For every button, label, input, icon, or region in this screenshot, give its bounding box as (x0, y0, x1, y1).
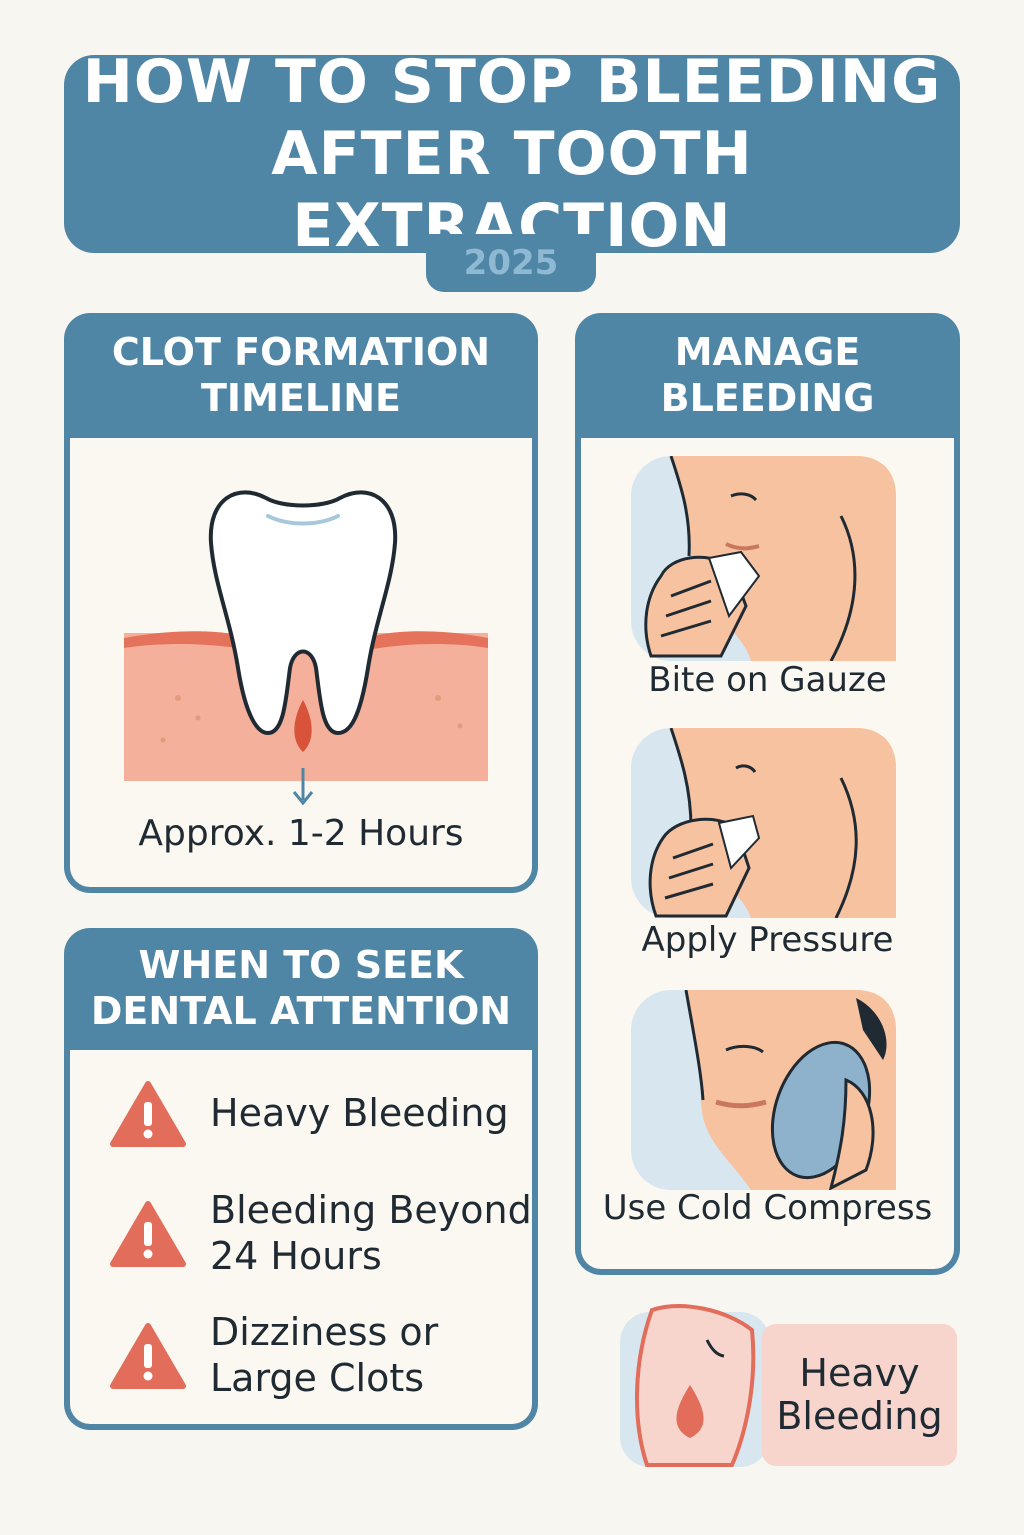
heavy-bleeding-label: Heavy Bleeding (762, 1324, 957, 1466)
bleeding-mouth-icon (620, 1304, 770, 1467)
clot-panel-title-line-2: TIMELINE (201, 375, 401, 420)
seek-attention-panel: WHEN TO SEEK DENTAL ATTENTION Heavy Blee… (64, 928, 538, 1430)
warning-line-2: 24 Hours (210, 1233, 382, 1278)
step-label: Apply Pressure (641, 920, 894, 960)
warning-line-1: Bleeding Beyond (210, 1188, 532, 1232)
gum-speckle (175, 695, 181, 701)
tooth-icon (208, 490, 398, 736)
seek-panel-body: Heavy Bleeding Bleeding Beyond 24 Hours … (70, 1050, 532, 1424)
seek-panel-heading: WHEN TO SEEK DENTAL ATTENTION (64, 928, 538, 1050)
page-title-line-1: HOW TO STOP BLEEDING (82, 47, 942, 117)
warning-item: Bleeding Beyond 24 Hours (110, 1188, 532, 1279)
gum-speckle (435, 695, 441, 701)
warning-text: Heavy Bleeding (210, 1091, 509, 1137)
warning-triangle-icon (110, 1081, 186, 1147)
warning-item: Heavy Bleeding (110, 1080, 509, 1148)
warning-line-1: Dizziness or (210, 1310, 439, 1354)
arrow-head (292, 791, 314, 806)
blood-clot-icon (294, 700, 312, 752)
tooth-shine (266, 514, 340, 526)
heavy-bleeding-card: Heavy Bleeding (612, 1300, 962, 1470)
seek-panel-title-line-2: DENTAL ATTENTION (90, 989, 512, 1033)
manage-panel-title-line-1: MANAGE (674, 329, 861, 374)
warning-text: Dizziness or Large Clots (210, 1310, 438, 1401)
title-banner: HOW TO STOP BLEEDING AFTER TOOTH EXTRACT… (64, 47, 960, 261)
warning-text: Bleeding Beyond 24 Hours (210, 1188, 532, 1279)
year-label: 2025 (463, 243, 559, 283)
manage-panel-title-line-2: BLEEDING (660, 375, 875, 420)
year-tab: 2025 (426, 234, 596, 292)
manage-bleeding-panel: MANAGE BLEEDING Bite on Gauze Ap (575, 313, 960, 1275)
step-label: Bite on Gauze (648, 660, 887, 700)
clot-timeline-panel: CLOT FORMATION TIMELINE Approx. 1-2 Hour… (64, 313, 538, 893)
heavy-label-line-1: Heavy (799, 1351, 920, 1396)
warning-line-1: Heavy Bleeding (210, 1091, 509, 1136)
seek-panel-title-line-1: WHEN TO SEEK (138, 943, 464, 988)
bite-gauze-illustration (631, 456, 896, 661)
blood-drop-icon (676, 1385, 704, 1438)
cold-compress-illustration (631, 990, 896, 1190)
page-title-line-2: AFTER TOOTH EXTRACTION (271, 119, 753, 261)
apply-pressure-illustration (631, 728, 896, 918)
clot-timeline-caption: Approx. 1-2 Hours (138, 813, 464, 854)
gum-speckle (457, 723, 463, 729)
warning-triangle-icon (110, 1322, 186, 1389)
clot-panel-title-line-1: CLOT FORMATION (111, 329, 491, 374)
clot-panel-body: Approx. 1-2 Hours (70, 438, 532, 887)
gum-speckle (195, 715, 201, 721)
tooth-socket-illustration (124, 490, 488, 806)
step-label: Use Cold Compress (602, 1188, 933, 1228)
gum-speckle (160, 737, 166, 743)
heavy-label-line-2: Bleeding (776, 1394, 943, 1438)
manage-panel-body: Bite on Gauze Apply Pressure Use Cold Co… (581, 438, 954, 1269)
manage-panel-heading: MANAGE BLEEDING (575, 313, 960, 438)
clot-panel-heading: CLOT FORMATION TIMELINE (64, 313, 538, 438)
warning-line-2: Large Clots (210, 1355, 425, 1400)
warning-triangle-icon (110, 1200, 186, 1267)
warning-item: Dizziness or Large Clots (110, 1310, 438, 1401)
